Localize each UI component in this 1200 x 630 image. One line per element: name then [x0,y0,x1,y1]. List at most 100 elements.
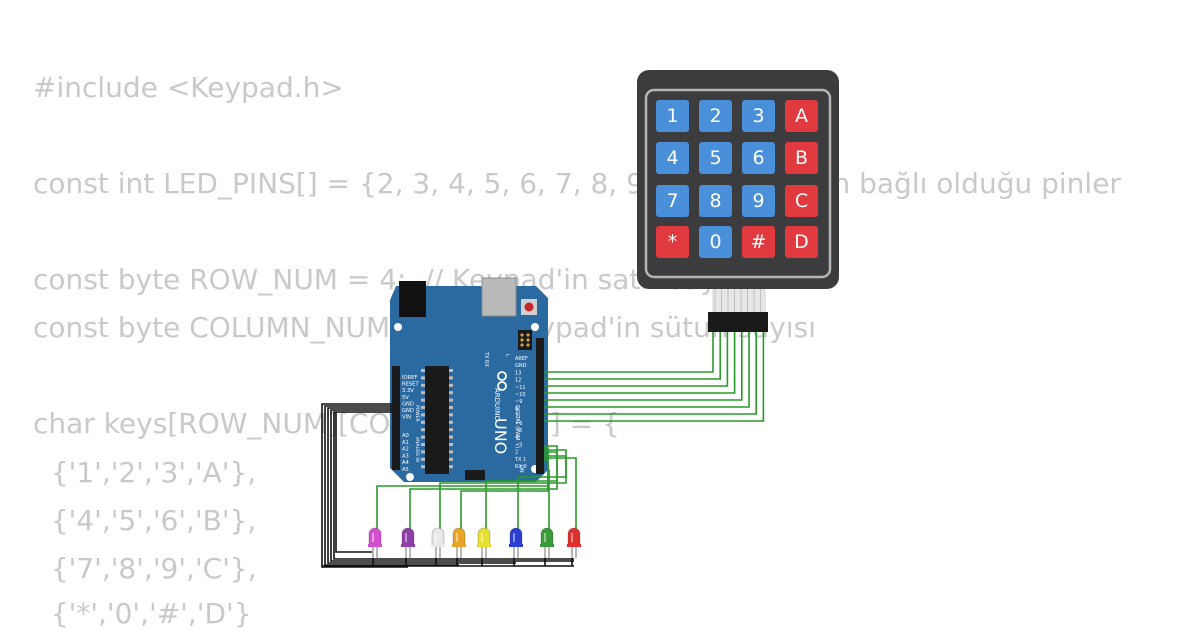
rx-led-label: RX [483,360,489,367]
keypad-key-5[interactable]: 5 [699,142,732,174]
keypad-key-C[interactable]: C [785,185,818,217]
digital-pin-label: ~5 [515,428,522,434]
led-2[interactable] [401,527,415,558]
power-pin-label: GND [402,401,414,407]
keypad-ribbon-cable [708,289,768,332]
led-rim [431,544,445,547]
keypad-key-label: C [795,190,808,212]
keypad-key-label: 8 [709,190,721,212]
keypad-key-star[interactable]: * [656,226,689,258]
keypad-key-2[interactable]: 2 [699,100,732,132]
ground-wire [321,403,408,568]
digital-pin-label: ~11 [515,385,526,391]
digital-pin-label: 2 [515,450,518,456]
ground-wire [333,411,574,560]
keypad-key-A[interactable]: A [785,100,818,132]
arduino-uno-board[interactable]: ARDUINO UNO DIGITAL (PWM ~) POWER ANALOG… [390,277,548,482]
mounting-hole [406,473,414,481]
digital-pin-label: RX 0 [515,464,527,470]
analog-label: ANALOG IN [414,437,420,462]
keypad-key-face [699,185,732,217]
digital-header [536,338,544,474]
keypad-key-label: 2 [709,105,721,127]
keypad-key-8[interactable]: 8 [699,185,732,217]
led-4[interactable] [452,527,466,558]
mounting-hole [394,323,402,331]
code-line-keys-row3: {'7','8','9','C'}, [33,552,257,585]
keypad-key-hash[interactable]: # [742,226,775,258]
keypad-key-label: D [794,231,809,253]
led-bulb [477,527,491,547]
led-bulb [567,527,581,547]
led-8[interactable] [567,527,581,558]
code-line-keys-row2: {'4','5','6','B'}, [33,504,257,537]
led-bulb [431,527,445,547]
keypad-key-6[interactable]: 6 [742,142,775,174]
keypad-key-0[interactable]: 0 [699,226,732,258]
keypad-key-D[interactable]: D [785,226,818,258]
reset-button-cap [524,302,534,312]
led-7[interactable] [540,527,554,558]
led-rim [452,544,466,547]
led-row [368,527,581,558]
keypad-wire [544,332,736,394]
keypad-key-face [742,142,775,174]
led-signal-wire [544,445,577,534]
digital-pin-label: TX 1 [514,457,526,463]
keypad-key-4[interactable]: 4 [656,142,689,174]
keypad-key-face [785,142,818,174]
power-pin-label: GND [402,408,414,414]
led-rim [368,544,382,547]
digital-pin-label: 12 [515,378,521,384]
led-1[interactable] [368,527,382,558]
analog-pin-label: A1 [402,440,409,446]
keypad-key-7[interactable]: 7 [656,185,689,217]
led-bulb [368,527,382,547]
keypad-key-face [742,100,775,132]
keypad-key-9[interactable]: 9 [742,185,775,217]
keypad-key-face [742,185,775,217]
keypad-key-label: 0 [709,231,721,253]
led-signal-wires [376,445,577,534]
power-pin-label: 3.3V [402,388,414,394]
led-6[interactable] [509,527,523,558]
power-pin-label: IOREF [402,375,417,381]
keypad-key-label: 7 [666,190,678,212]
power-jack [399,281,426,317]
keypad-key-face [785,185,818,217]
ground-wire [327,407,516,564]
keypad-key-label: B [795,147,808,169]
keypad-key-label: 5 [709,147,721,169]
power-analog-header [392,366,400,470]
icsp-header [518,330,532,350]
keypad-key-label: 1 [666,105,678,127]
keypad-wire [544,332,729,387]
led-signal-wire [409,457,558,534]
keypad-key-label: 9 [752,190,764,212]
digital-pin-label: 7 [515,414,518,420]
keypad-key-1[interactable]: 1 [656,100,689,132]
mounting-hole [531,323,539,331]
led-rim [509,544,523,547]
keypad-key-label: # [751,231,767,253]
keypad-key-3[interactable]: 3 [742,100,775,132]
digital-pin-label: ~10 [515,392,526,398]
code-line-keys-row1: {'1','2','3','A'}, [33,456,257,489]
led-bulb [452,527,466,547]
keypad-key-face [699,142,732,174]
led-rim [567,544,581,547]
keypad-key-face [656,226,689,258]
digital-pin-label: AREF [515,356,528,362]
led-3[interactable] [431,527,445,558]
keypad-key-label: * [668,231,678,253]
led-signal-wire [460,453,549,534]
led-signal-wire [485,451,558,534]
ground-wire [324,405,459,566]
led-5[interactable] [477,527,491,558]
keypad-key-face [656,100,689,132]
keypad-key-B[interactable]: B [785,142,818,174]
